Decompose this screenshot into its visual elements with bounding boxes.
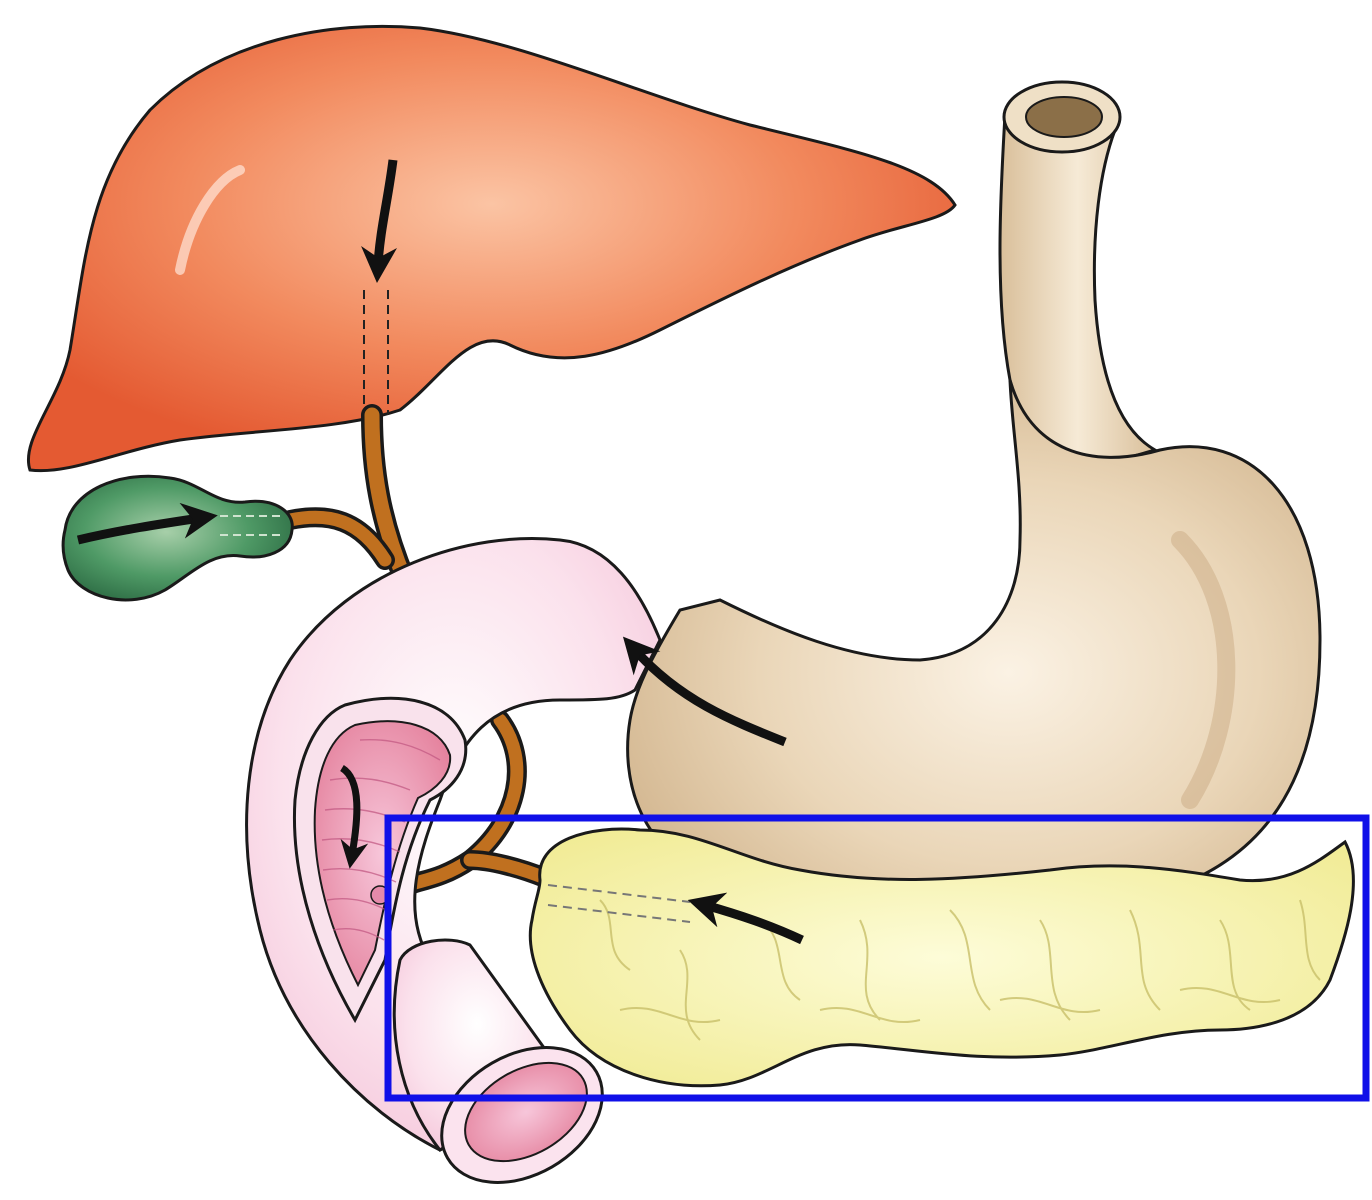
bile-duct <box>280 404 527 895</box>
liver <box>26 24 957 473</box>
pancreas-to-duct-arrow <box>687 892 804 945</box>
duodenum-inner-arrow <box>339 765 369 869</box>
liver-to-duct-arrow <box>361 159 398 283</box>
pancreatic-duct <box>460 850 555 888</box>
duodenum <box>245 537 662 1184</box>
gallbladder <box>61 474 294 602</box>
esophagus <box>998 80 1159 462</box>
pancreas <box>528 827 1355 1088</box>
pancreas-highlight-box <box>384 814 1370 1102</box>
gallbladder-arrow <box>76 502 218 545</box>
stomach <box>626 379 1322 914</box>
flow-arrows <box>76 159 804 945</box>
stomach-to-duodenum-arrow <box>622 636 787 747</box>
